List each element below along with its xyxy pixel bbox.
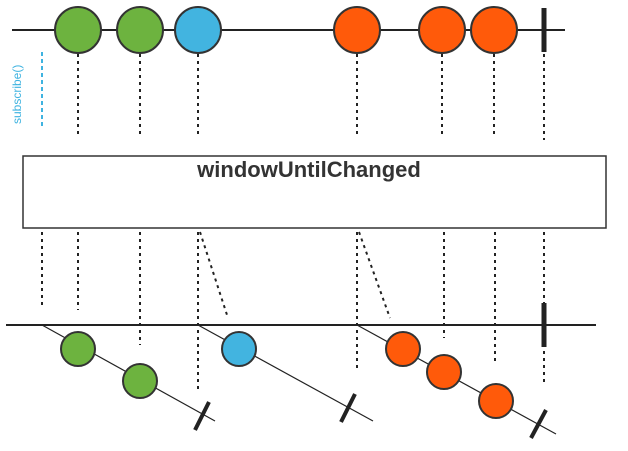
projection-line xyxy=(358,231,391,319)
window-marble xyxy=(122,363,158,399)
source-projection-lines xyxy=(77,54,545,140)
source-marble xyxy=(116,6,164,54)
window-marble xyxy=(426,354,462,390)
window-complete-marker xyxy=(529,409,548,439)
output-timeline xyxy=(6,303,596,347)
subscribe-label: subscribe() xyxy=(10,65,24,124)
output-projection-lines xyxy=(41,231,545,392)
source-marble xyxy=(333,6,381,54)
window-complete-marker xyxy=(339,393,357,423)
source-marble xyxy=(418,6,466,54)
operator-rect xyxy=(22,155,607,229)
window-2 xyxy=(197,324,374,423)
window-complete-marker xyxy=(193,401,211,431)
source-marble xyxy=(54,6,102,54)
window-1 xyxy=(41,324,216,431)
source-marble xyxy=(470,6,518,54)
operator-title: windowUntilChanged xyxy=(196,157,421,182)
source-marbles xyxy=(54,6,518,54)
window-marble xyxy=(478,383,514,419)
operator-box: windowUntilChanged xyxy=(22,155,607,229)
window-marble xyxy=(221,331,257,367)
source-marble xyxy=(174,6,222,54)
window-3 xyxy=(356,324,557,439)
projection-line xyxy=(199,231,229,319)
window-marble xyxy=(60,331,96,367)
subscribe-marker: subscribe() xyxy=(10,52,43,126)
window-marble xyxy=(385,331,421,367)
